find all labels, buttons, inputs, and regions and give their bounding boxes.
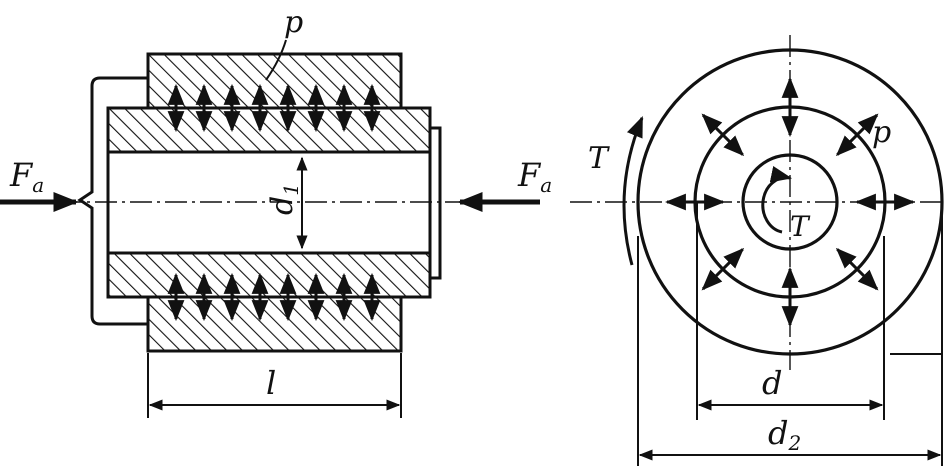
- inner-torque-label: T: [790, 210, 811, 243]
- radial-arrow-inward: [835, 133, 859, 157]
- pressure-leader-line: [265, 39, 287, 81]
- outer-torque-label: T: [588, 141, 610, 176]
- section-view: p Fa Fa d1 l: [0, 5, 552, 418]
- bore-diameter-label: d1: [265, 183, 303, 215]
- radial-arrow-outward: [856, 113, 879, 136]
- left-bracket: [77, 76, 148, 326]
- radial-arrow-inward: [835, 247, 859, 271]
- outer-diameter-label: d2: [768, 414, 801, 455]
- interface-diameter-label: d: [762, 364, 782, 402]
- radial-arrow-outward: [856, 268, 879, 291]
- axial-force-label-right: Fa: [517, 156, 552, 197]
- length-label: l: [266, 364, 276, 402]
- hub-lower-section: [146, 295, 403, 353]
- shaft-lower-wall: [106, 251, 432, 299]
- radial-arrow-inward: [721, 247, 745, 271]
- pressure-label-end: p: [872, 115, 891, 150]
- pressure-arrows-upper: [167, 83, 381, 133]
- end-view: T T p d d2: [570, 35, 945, 466]
- radial-pressure-arrows: [664, 76, 916, 328]
- radial-arrow-inward: [721, 133, 745, 157]
- hub-upper-section: [146, 52, 403, 110]
- outer-torque-arrow: [622, 116, 644, 266]
- shaft-upper-wall: [106, 106, 432, 154]
- radial-arrow-outward: [701, 113, 724, 136]
- pressure-label-side: p: [284, 5, 303, 40]
- inner-torque-arrow: [761, 165, 793, 234]
- radial-arrow-outward: [701, 268, 724, 291]
- shaft-end-cap: [430, 126, 442, 280]
- pressure-arrows-lower: [167, 272, 381, 322]
- axial-force-label-left: Fa: [9, 156, 44, 197]
